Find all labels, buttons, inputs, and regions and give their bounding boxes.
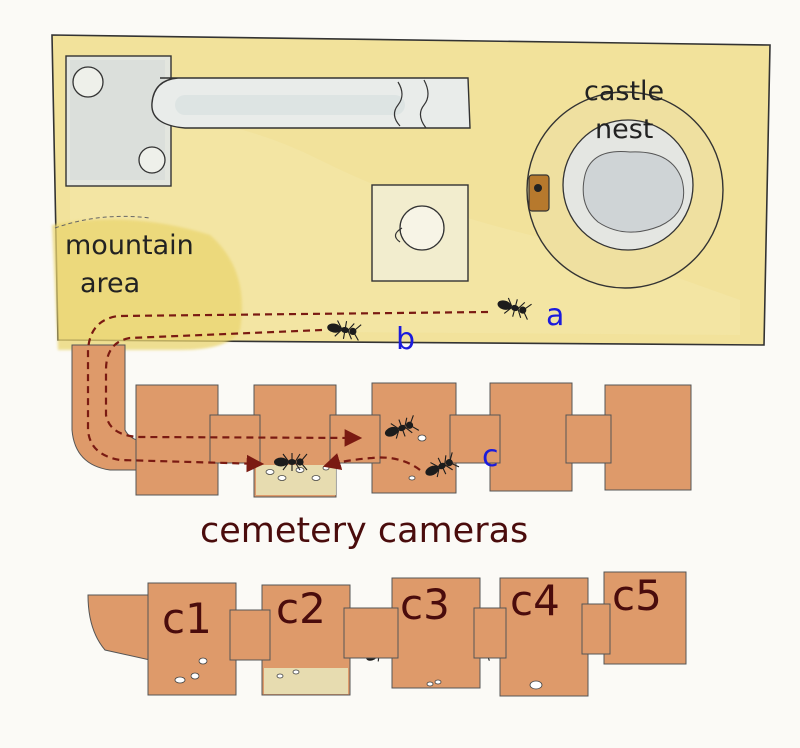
camera-chamber-3: [391, 577, 481, 689]
corridor-top-1: [209, 414, 261, 464]
corridor-top-4: [565, 414, 612, 464]
camera-label-c4: c4: [510, 576, 560, 625]
ant-1: [497, 297, 532, 320]
castle-nest-chamber: [582, 150, 685, 233]
camera-label-c3: c3: [400, 580, 450, 629]
camera-strip-left-tube: [87, 594, 151, 661]
mountain-area: [52, 219, 242, 350]
chamber-top-5: [604, 384, 692, 491]
ant-4: [274, 453, 308, 471]
camera-refuse-2: [264, 668, 348, 694]
camera-corridor-1: [229, 609, 271, 661]
castle-nest-label-line1: castle: [584, 76, 665, 107]
ant-paths: [86, 310, 489, 473]
camera-corridor-4: [581, 603, 611, 655]
castle-nest-entrance: [528, 174, 550, 212]
cemetery-chambers-top: [71, 344, 692, 498]
path-c: [322, 453, 421, 471]
arena: [51, 34, 771, 350]
path-b-label: b: [396, 322, 416, 357]
feeding-hole-top: [72, 66, 104, 98]
ant-5: [425, 452, 460, 478]
camera-chamber-4: [499, 577, 589, 697]
castle-nest-label-line2: nest: [595, 114, 654, 145]
cemetery-cameras-title: cemetery cameras: [200, 511, 529, 551]
mountain-outline: [54, 215, 151, 229]
camera-label-c1: c1: [162, 594, 212, 643]
camera-label-c2: c2: [276, 584, 326, 633]
ant-2: [327, 320, 362, 341]
path-b: [104, 328, 363, 447]
path-c-label: c: [482, 439, 499, 474]
path-a-label: a: [546, 298, 565, 333]
chamber-top-4: [489, 382, 573, 492]
path-a: [86, 310, 489, 473]
camera-chamber-5: [603, 571, 687, 665]
mountain-area-label-line2: area: [80, 268, 141, 299]
feeding-hole-bottom: [138, 146, 166, 174]
camera-corridor-2: [343, 607, 399, 659]
mountain-area-label-line1: mountain: [65, 230, 194, 261]
chamber-top-1: [135, 384, 219, 496]
corridor-top-3: [449, 414, 501, 464]
water-dish: [399, 205, 445, 251]
camera-refuse-particles: [174, 657, 543, 690]
camera-label-c5: c5: [612, 571, 662, 620]
ant-3: [384, 415, 420, 439]
tube-shade: [175, 95, 405, 115]
camera-corridor-3: [473, 607, 507, 659]
